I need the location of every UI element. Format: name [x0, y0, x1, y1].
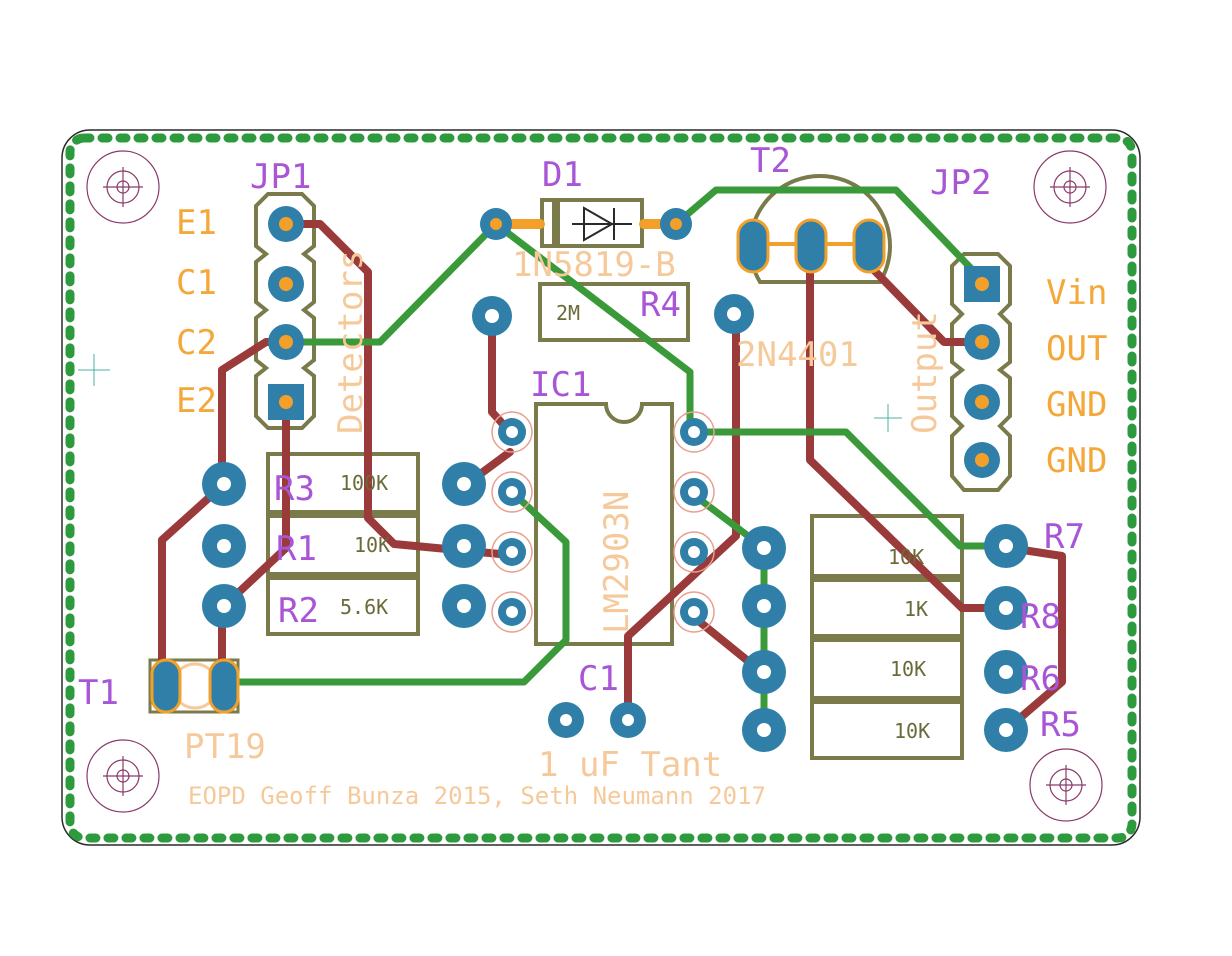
jp1-pin-c2: C2	[176, 323, 217, 363]
mounting-hole-bottom-left	[86, 739, 160, 813]
r5-label: R5	[1040, 705, 1081, 745]
jp1-pin-c1: C1	[176, 263, 217, 303]
ground-ring	[65, 133, 1137, 843]
r2-label: R2	[278, 591, 319, 631]
jp1-pads	[268, 206, 304, 420]
r5-value: 10K	[894, 719, 930, 743]
r8-label: R8	[1020, 597, 1061, 637]
t1-value: PT19	[184, 727, 266, 767]
jp2-pads	[964, 266, 1000, 478]
ic1-label: IC1	[530, 365, 591, 405]
top-traces	[220, 186, 1014, 732]
d1-value: 1N5819-B	[512, 245, 676, 285]
r6-value: 10K	[890, 657, 926, 681]
t2-label: T2	[750, 141, 791, 181]
mounting-hole-top-left	[86, 150, 160, 224]
credit-line: EOPD Geoff Bunza 2015, Seth Neumann 2017	[188, 782, 766, 810]
jp2-pin-gnd2: GND	[1046, 441, 1107, 481]
t1-label: T1	[78, 673, 119, 713]
r6-label: R6	[1020, 659, 1061, 699]
r4-value: 2M	[556, 301, 580, 325]
r2-value: 5.6K	[340, 595, 388, 619]
jp2-outline	[950, 252, 1012, 492]
r6-body	[810, 638, 964, 700]
r4-label: R4	[640, 285, 681, 325]
jp2-pin-gnd1: GND	[1046, 385, 1107, 425]
r1-label: R1	[276, 529, 317, 569]
jp1-outline	[254, 192, 316, 430]
d1-symbol	[572, 206, 632, 242]
ic1-body	[534, 402, 674, 646]
board-outline	[61, 129, 1141, 846]
jp1-label: JP1	[250, 157, 311, 197]
r3-label: R3	[274, 469, 315, 509]
output-label: Output	[905, 311, 945, 434]
r7-value: 10K	[888, 545, 924, 569]
ic1-value: LM2903N	[597, 491, 637, 634]
mounting-hole-top-right	[1033, 150, 1107, 224]
c1-value: 1 uF Tant	[538, 745, 722, 785]
t2-value: 2N4401	[736, 335, 859, 375]
jp1-pin-e2: E2	[176, 381, 217, 421]
r2-body	[266, 576, 420, 636]
c1-label: C1	[578, 659, 619, 699]
r3-value: 100K	[340, 471, 388, 495]
r7-label: R7	[1044, 517, 1085, 557]
r5-body	[810, 700, 964, 760]
jp2-pin-out: OUT	[1046, 329, 1107, 369]
pads	[150, 206, 1028, 752]
r3-body	[266, 452, 420, 514]
r1-value: 10K	[354, 533, 390, 557]
r8-value: 1K	[904, 597, 928, 621]
jp1-pin-e1: E1	[176, 203, 217, 243]
mounting-hole-bottom-right	[1029, 748, 1103, 822]
jp2-label: JP2	[930, 163, 991, 203]
r4-body	[538, 282, 690, 342]
origin-cross	[78, 354, 902, 432]
d1-label: D1	[542, 155, 583, 195]
detectors-label: Detectors	[331, 250, 371, 434]
jp2-pin-vin: Vin	[1046, 273, 1107, 313]
